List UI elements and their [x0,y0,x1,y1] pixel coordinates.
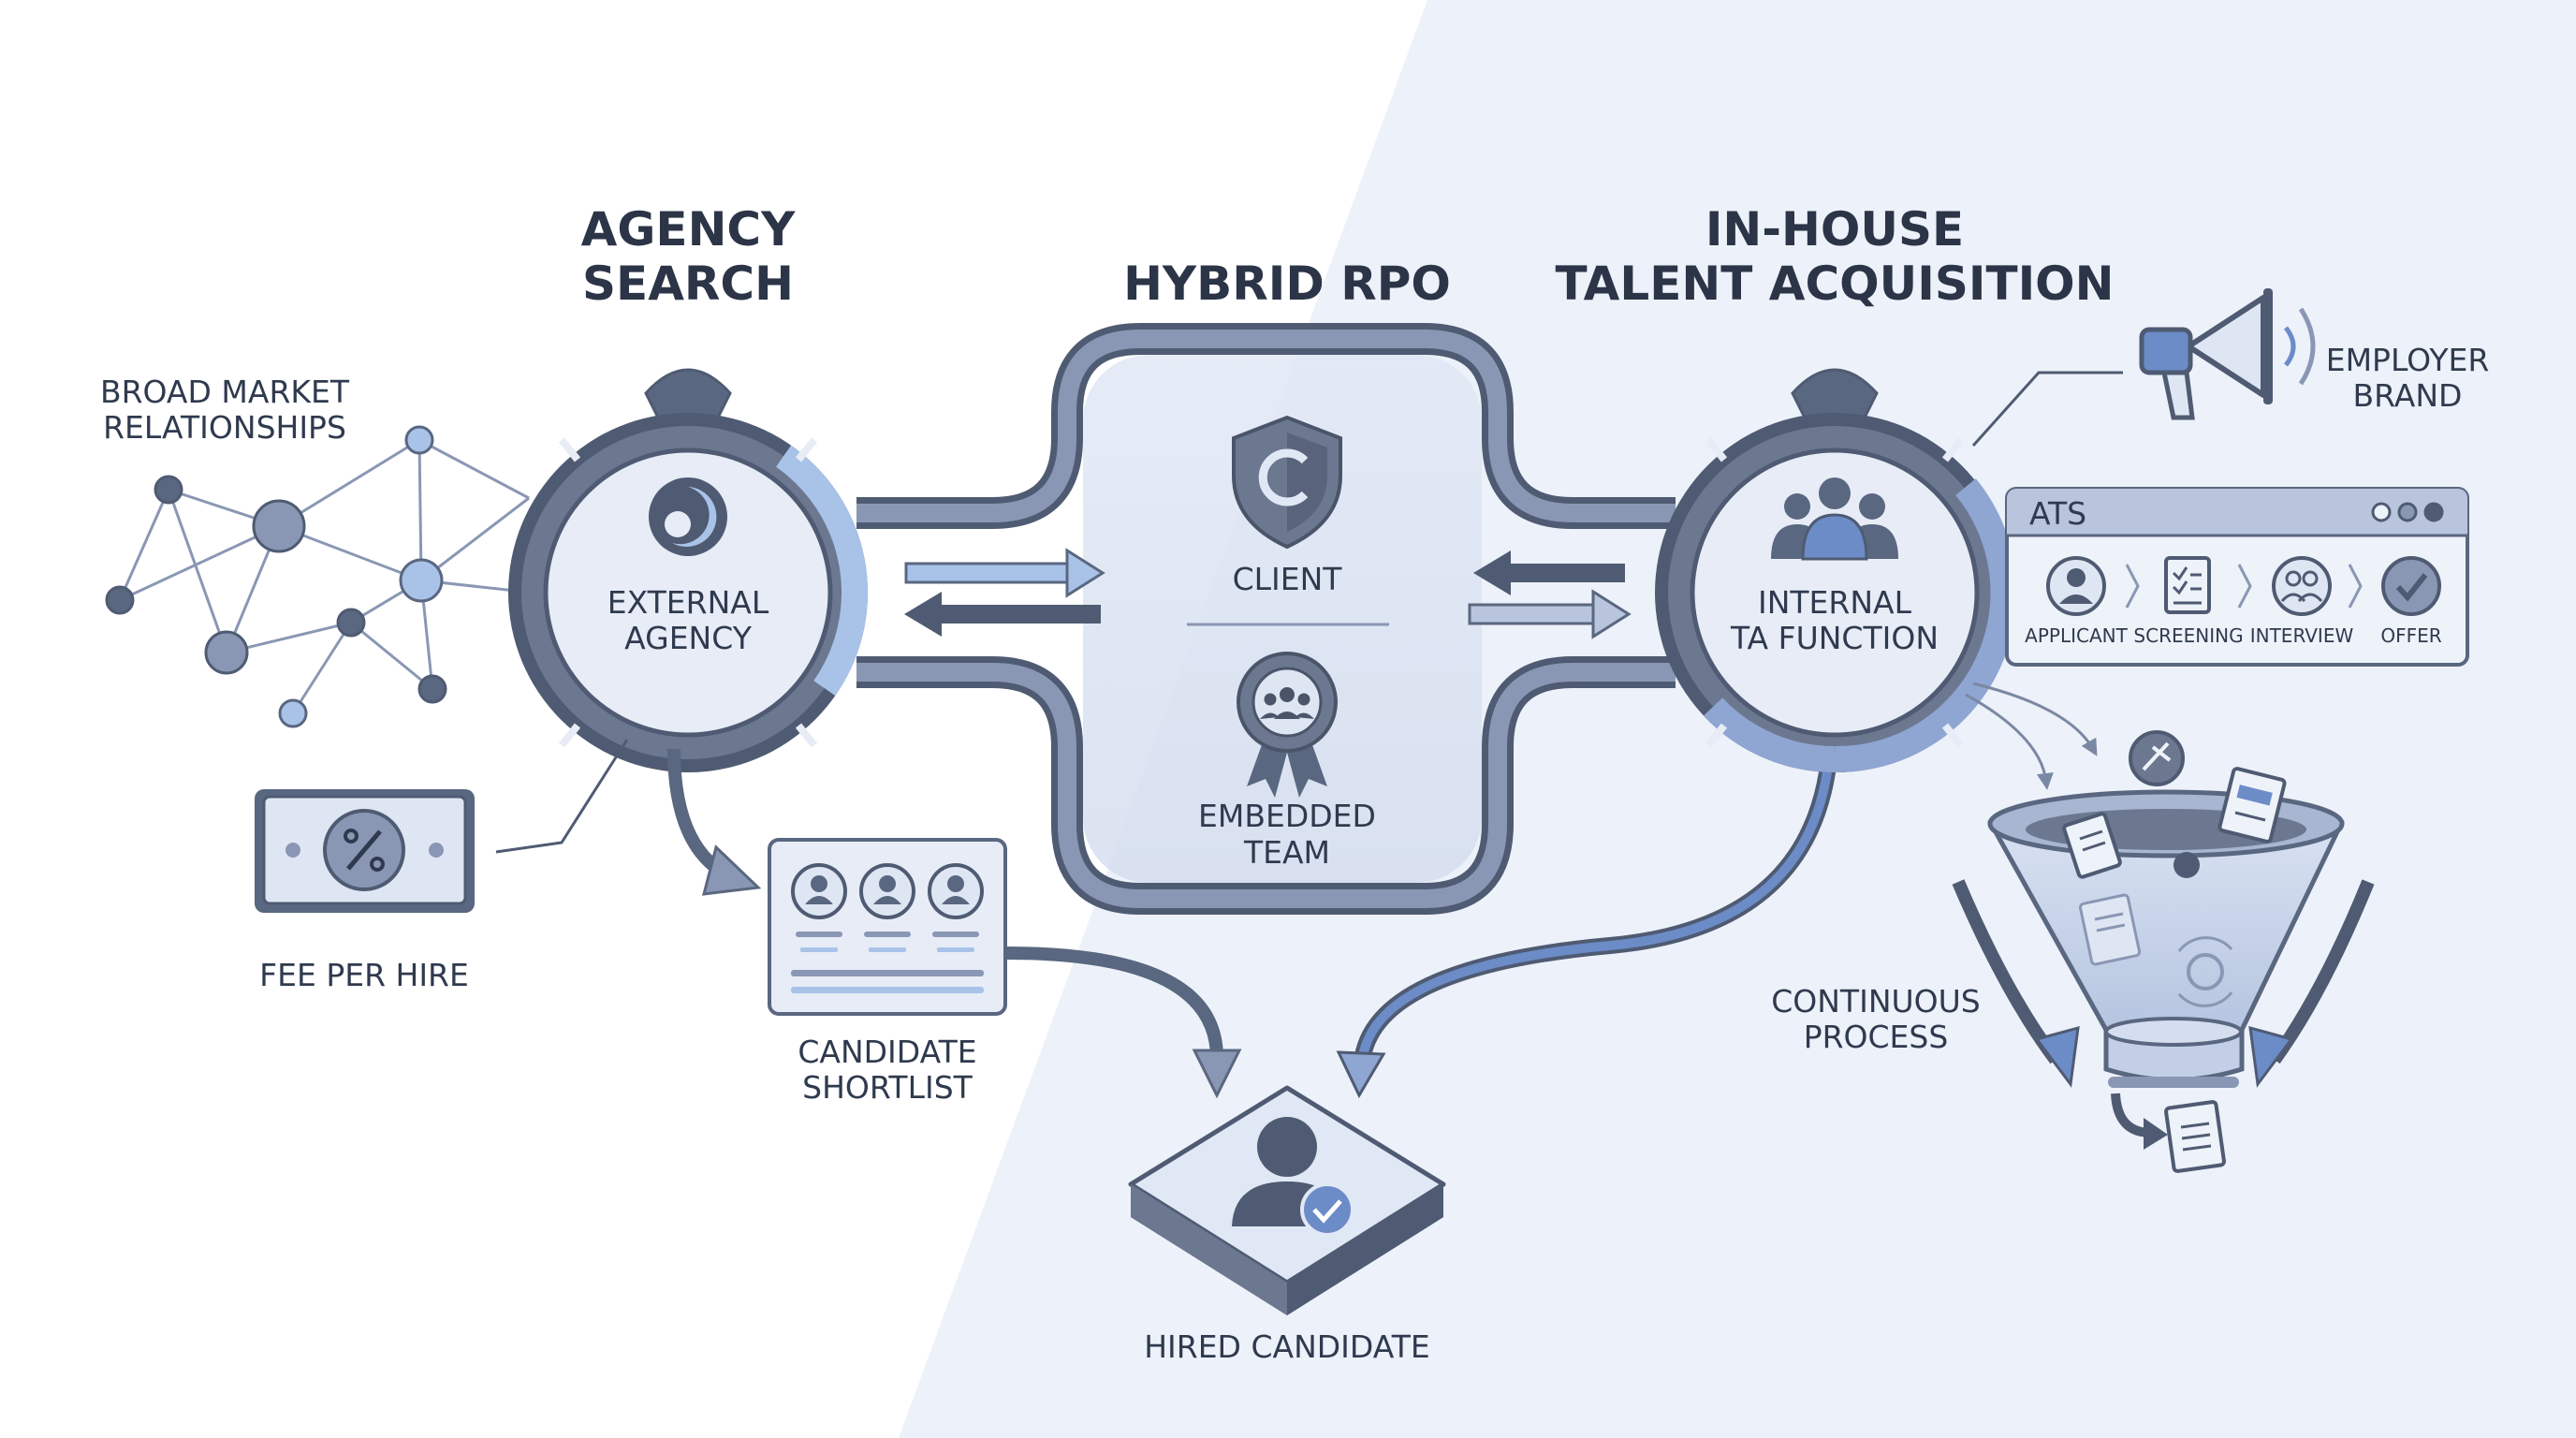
award-ribbon-icon [1237,652,1338,798]
team-group-icon [1771,477,1898,561]
funnel-output-arrowhead [2144,1118,2168,1150]
candidate-shortlist-card [768,838,1007,1016]
shortlist-label-line2: SHORTLIST [802,1069,973,1106]
ats-title: ATS [2029,495,2086,532]
funnel-left-arrowhead [2034,1025,2080,1088]
shortlist-label-line1: CANDIDATE [798,1034,976,1070]
heading-agency-line1: AGENCY [581,202,796,257]
shortlist-to-hired-arrowhead [1192,1049,1242,1099]
heading-agency-line2: SEARCH [582,257,794,311]
agency-to-shortlist-arrowhead [701,844,762,896]
external-agency-node [508,368,868,772]
client-label: CLIENT [1233,561,1343,597]
brand-label-line2: BRAND [2353,377,2463,414]
network-graph-icon [105,425,530,728]
process-label-line1: CONTINUOUS [1771,983,1981,1020]
ats-step-chevron-1 [2125,564,2140,609]
funnel-right-arrowhead [2248,1025,2294,1088]
brand-connector [1971,371,2123,448]
hybrid-rpo-loop [856,323,1676,915]
network-label-line2: RELATIONSHIPS [103,409,346,446]
ats-step-label-3: OFFER [2380,624,2441,647]
heading-hybrid: HYBRID RPO [1123,257,1451,311]
ta-node-line1: INTERNAL [1758,584,1912,621]
brand-label-line1: EMPLOYER [2326,342,2490,378]
agency-logo-icon [649,477,727,556]
ta-node-line2: TA FUNCTION [1730,620,1939,656]
megaphone-icon [2139,288,2316,420]
agency-exchange-arrows [904,548,1105,637]
ats-step-screening-icon [2164,556,2211,614]
inhouse-to-hired-arrow-inner [1357,748,1835,1064]
output-document-icon [2164,1100,2226,1173]
user-check-icon [1232,1117,1354,1237]
documents-into-funnel-icon [2062,730,2287,879]
ta-to-funnel-arrow-1 [1965,693,2054,790]
process-label-line2: PROCESS [1804,1019,1949,1055]
ats-step-applicant-icon [2046,556,2106,616]
network-label-line1: BROAD MARKET [100,374,350,410]
heading-inhouse-line2: TALENT ACQUISITION [1555,257,2114,311]
team-label-line1: EMBEDDED [1198,798,1376,834]
ats-step-chevron-2 [2237,564,2252,609]
internal-ta-node [1655,368,2017,773]
ta-to-funnel-arrow-2 [1972,682,2098,756]
team-label-line2: TEAM [1243,834,1330,871]
inhouse-exchange-arrows [1468,550,1632,639]
ats-step-interview-icon [2272,556,2332,616]
percent-icon [323,809,405,891]
fee-label: FEE PER HIRE [259,957,469,993]
shortlist-to-hired-arrow [1006,946,1223,1059]
heading-inhouse-line1: IN-HOUSE [1705,202,1964,257]
ats-step-label-2: INTERVIEW [2250,624,2354,647]
ats-step-offer-icon [2381,556,2441,616]
ats-step-label-0: APPLICANT [2025,624,2128,647]
agency-node-line1: EXTERNAL [607,584,769,621]
ats-step-label-1: SCREENING [2133,624,2243,647]
hired-candidate-label: HIRED CANDIDATE [1144,1328,1430,1365]
agency-node-line2: AGENCY [624,620,753,656]
inhouse-to-hired-arrowhead [1336,1050,1386,1099]
shield-icon [1232,415,1342,550]
ats-step-chevron-3 [2348,564,2363,609]
ats-window [2005,487,2469,667]
